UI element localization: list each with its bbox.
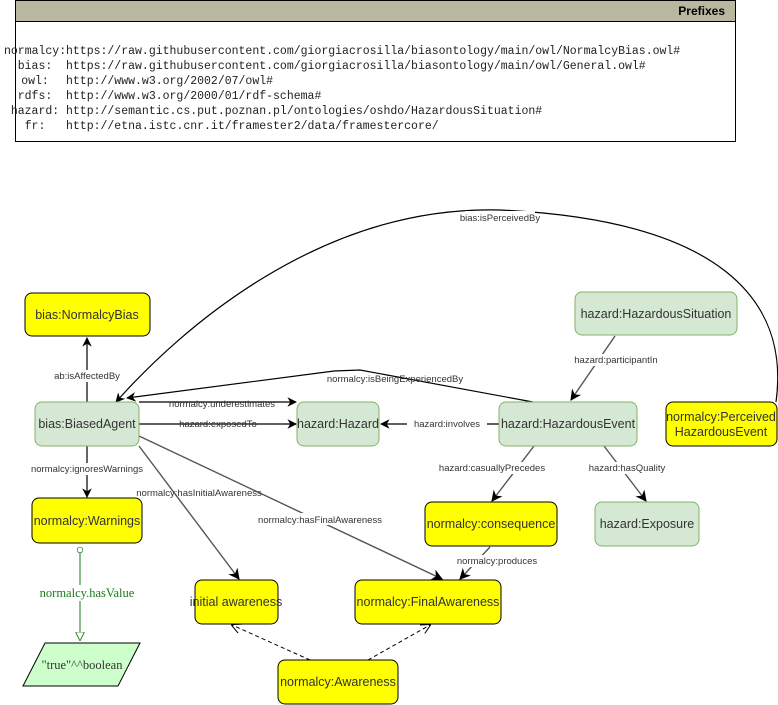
svg-text:"true"^^boolean: "true"^^boolean [42, 658, 124, 672]
svg-text:normalcy:Warnings: normalcy:Warnings [34, 514, 141, 528]
node-awareness[interactable]: normalcy:Awareness [277, 659, 399, 705]
svg-text:normalcy:Perceived: normalcy:Perceived [666, 410, 776, 424]
svg-text:HazardousEvent: HazardousEvent [675, 425, 768, 439]
node-hazard[interactable]: hazard:Hazard [296, 401, 380, 447]
label-ignores-warnings: normalcy:ignoresWarnings [31, 464, 143, 475]
label-has-initial-awareness: normalcy:hasInitialAwareness [136, 488, 262, 499]
prefix-name: bias: [17, 60, 53, 73]
node-hazardous-situation[interactable]: hazard:HazardousSituation [574, 291, 738, 336]
prefix-uri: http://semantic.cs.put.poznan.pl/ontolog… [66, 105, 543, 118]
node-warnings[interactable]: normalcy:Warnings [31, 497, 143, 544]
label-has-value: normalcy.hasValue [40, 586, 135, 600]
prefix-name: hazard: [10, 105, 60, 118]
prefix-name: normalcy: [4, 45, 67, 58]
edge-awareness-subclass-final [367, 625, 430, 661]
svg-text:normalcy:FinalAwareness: normalcy:FinalAwareness [357, 595, 500, 609]
prefixes-title: Prefixes [16, 1, 735, 22]
svg-text:normalcy:consequence: normalcy:consequence [427, 517, 556, 531]
edge-participant-in [570, 335, 616, 401]
edge-awareness-subclass-initial [232, 625, 311, 661]
node-consequence[interactable]: normalcy:consequence [424, 501, 558, 547]
prefix-uri: https://raw.githubusercontent.com/giorgi… [66, 45, 681, 58]
label-casually-precedes: hazard:casuallyPrecedes [439, 463, 545, 474]
label-is-perceived-by: bias:isPerceivedBy [460, 213, 541, 224]
edge-is-being-experienced-by [126, 369, 534, 403]
label-involves: hazard:involves [414, 419, 480, 430]
svg-text:hazard:Hazard: hazard:Hazard [297, 417, 379, 431]
node-final-awareness[interactable]: normalcy:FinalAwareness [354, 579, 502, 625]
label-participant-in: hazard:participantIn [574, 355, 657, 366]
node-hazardous-event[interactable]: hazard:HazardousEvent [498, 401, 638, 447]
node-normalcy-bias[interactable]: bias:NormalcyBias [24, 292, 151, 337]
prefix-uri: http://www.w3.org/2000/01/rdf-schema# [66, 90, 322, 103]
node-biased-agent[interactable]: bias:BiasedAgent [34, 401, 140, 447]
node-exposure[interactable]: hazard:Exposure [594, 501, 700, 547]
prefixes-panel: Prefixes normalcy:https://raw.githubuser… [4, 0, 736, 142]
prefix-row: owl: http://www.w3.org/2002/07/owl# [16, 74, 735, 89]
svg-text:hazard:HazardousEvent: hazard:HazardousEvent [501, 417, 636, 431]
edge-has-initial-awareness [138, 445, 240, 580]
prefix-name: rdfs: [17, 90, 53, 103]
svg-text:hazard:Exposure: hazard:Exposure [600, 517, 695, 531]
prefix-row: hazard: http://semantic.cs.put.poznan.pl/… [11, 104, 735, 119]
edge-is-perceived-by [115, 209, 778, 403]
prefix-row: normalcy:https://raw.githubusercontent.c… [4, 44, 735, 59]
prefix-row: bias: https://raw.githubusercontent.com/g… [16, 59, 735, 74]
svg-text:hazard:HazardousSituation: hazard:HazardousSituation [581, 307, 732, 321]
prefix-row: fr: http://etna.istc.cnr.it/framester2/da… [16, 119, 735, 134]
prefix-list: normalcy:https://raw.githubusercontent.c… [4, 22, 735, 134]
prefix-uri: http://www.w3.org/2002/07/owl# [66, 75, 274, 88]
prefix-name: fr: [24, 120, 46, 133]
prefix-name: owl: [21, 75, 49, 88]
label-has-final-awareness: normalcy:hasFinalAwareness [258, 515, 382, 526]
svg-text:initial awareness: initial awareness [190, 595, 282, 609]
node-initial-awareness[interactable]: initial awareness [190, 579, 282, 625]
edge-has-final-awareness [138, 435, 444, 580]
label-is-being-experienced-by: normalcy:isBeingExperiencedBy [327, 374, 463, 385]
label-is-affected-by: ab:isAffectedBy [54, 371, 120, 382]
node-boolean-literal[interactable]: "true"^^boolean [22, 642, 141, 687]
svg-text:normalcy:Awareness: normalcy:Awareness [280, 675, 396, 689]
prefix-row: rdfs: http://www.w3.org/2000/01/rdf-schem… [16, 89, 735, 104]
prefix-uri: http://etna.istc.cnr.it/framester2/data/… [66, 120, 439, 133]
label-has-quality: hazard:hasQuality [589, 463, 666, 474]
prefix-uri: https://raw.githubusercontent.com/giorgi… [66, 60, 646, 73]
svg-text:bias:BiasedAgent: bias:BiasedAgent [38, 417, 136, 431]
label-underestimates: normalcy:underestimates [169, 399, 275, 410]
label-produces: normalcy:produces [457, 556, 538, 567]
svg-text:bias:NormalcyBias: bias:NormalcyBias [35, 308, 139, 322]
label-exposed-to: hazard:exposedTo [179, 419, 257, 430]
